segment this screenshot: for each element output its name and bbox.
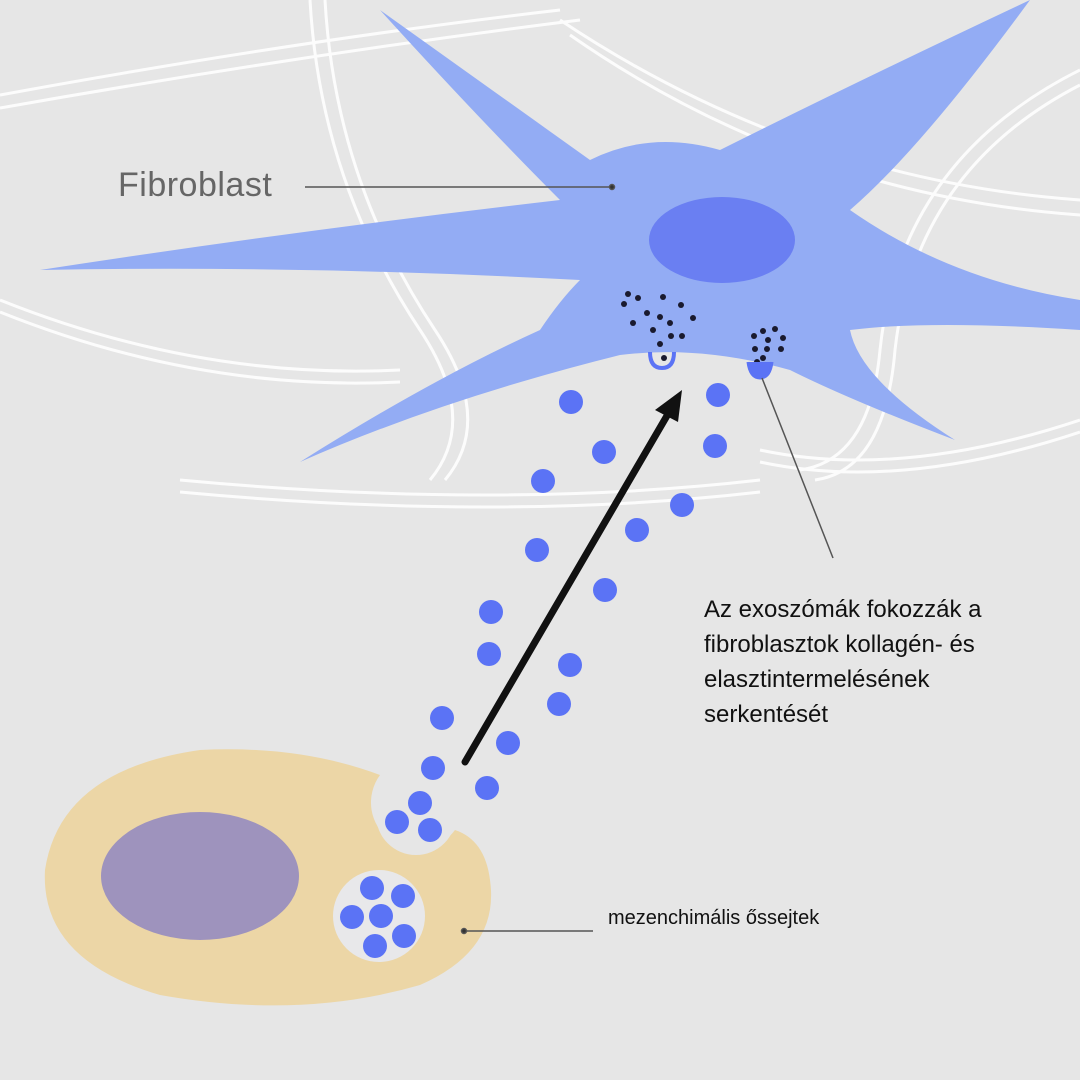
secreted-particles xyxy=(621,291,786,365)
exosomes xyxy=(340,383,730,958)
endocytosis-pit-left xyxy=(648,351,676,371)
endocytosis-pit-right xyxy=(746,361,774,380)
collagen-fibers xyxy=(0,0,1080,509)
annotation-line: serkentését xyxy=(704,701,829,728)
exosome-annotation: Az exoszómák fokozzák a fibroblasztok ko… xyxy=(704,592,1064,732)
fibroblast-cell xyxy=(40,0,1080,462)
annotation-line: Az exoszómák fokozzák a xyxy=(704,596,982,623)
annotation-line: fibroblasztok kollagén- és xyxy=(704,631,975,658)
transfer-arrow xyxy=(461,390,682,766)
leader-lines xyxy=(305,183,834,935)
fibroblast-nucleus xyxy=(649,197,795,283)
annotation-line: elasztintermelésének xyxy=(704,666,930,693)
fibroblast-label: Fibroblast xyxy=(118,166,273,204)
msc-label: mezenchimális őssejtek xyxy=(608,907,820,929)
msc-nucleus xyxy=(101,812,299,940)
